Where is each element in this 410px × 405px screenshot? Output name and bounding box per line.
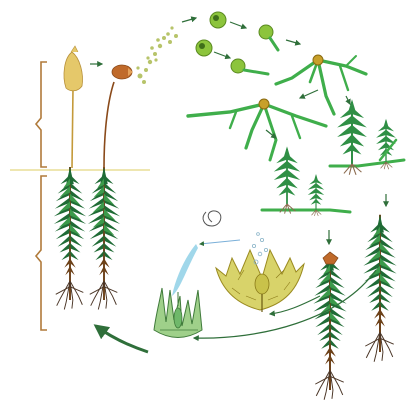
male-female-plants [313,215,396,400]
archegonium [154,288,202,338]
antheridium [216,250,304,312]
gametophyte-bracket [36,176,47,330]
moss-plant-icon [54,167,86,310]
flow-arrow [300,90,318,98]
young-gametophytes [262,99,404,216]
sprout-icon [274,146,300,213]
flow-arrow [346,96,350,104]
sperm [252,233,267,264]
moss-plant-icon [363,215,396,362]
flow-arrow [182,18,196,22]
protonema [188,99,326,160]
fertilization-return-arrow [96,326,148,352]
capsule-icon [64,52,83,91]
germination [196,12,300,74]
gametophyte-pair [54,167,120,310]
spores [136,26,178,84]
flow-arrow [200,240,240,244]
moss-plant-icon [88,167,120,310]
spore-icon [138,74,143,79]
moss-plant-icon [313,253,346,400]
sprout-icon [337,99,367,175]
sperm [172,211,221,296]
sporophyte-bracket [36,62,47,167]
